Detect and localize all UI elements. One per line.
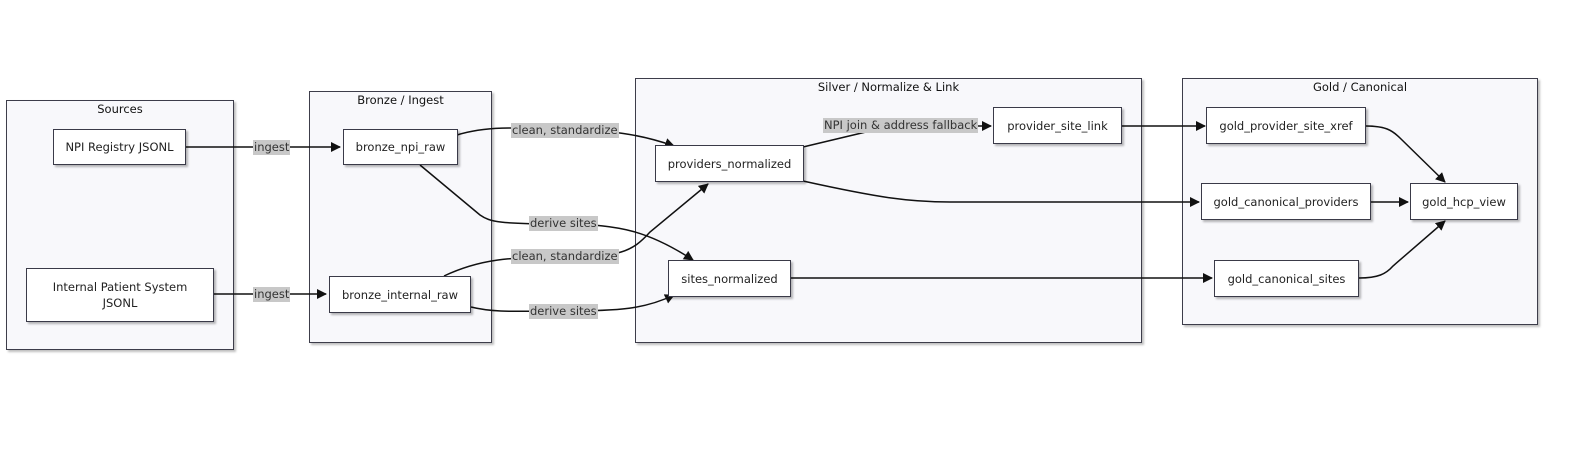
edge-providers-to-canonical <box>802 180 1200 207</box>
group-title-bronze: Bronze / Ingest <box>357 93 444 107</box>
edge-label-npi-join: NPI join & address fallback <box>823 118 979 133</box>
node-gold-canonical-providers: gold_canonical_providers <box>1201 183 1371 220</box>
edge-label-derive-npi: derive sites <box>529 216 598 231</box>
node-provider-site-link: provider_site_link <box>993 107 1122 144</box>
edge-label-ingest-npi: ingest <box>253 140 291 155</box>
edge-label-clean-npi: clean, standardize <box>511 123 619 138</box>
node-gold-canonical-sites: gold_canonical_sites <box>1214 260 1359 297</box>
group-title-sources: Sources <box>97 102 143 116</box>
node-bronze-npi-raw: bronze_npi_raw <box>343 129 458 165</box>
edge-npi-derive <box>419 164 694 261</box>
group-title-silver: Silver / Normalize & Link <box>817 80 960 94</box>
edge-label-derive-internal: derive sites <box>529 304 598 319</box>
node-gold-provider-site-xref: gold_provider_site_xref <box>1206 107 1366 144</box>
node-npi-registry: NPI Registry JSONL <box>53 129 186 165</box>
node-sites-normalized: sites_normalized <box>668 260 791 297</box>
node-providers-normalized: providers_normalized <box>655 145 804 182</box>
edge-xref-to-hcp <box>1365 125 1446 183</box>
node-bronze-internal-raw: bronze_internal_raw <box>329 276 471 313</box>
edge-label-clean-internal: clean, standardize <box>511 249 619 264</box>
node-internal-patient-system: Internal Patient System JSONL <box>26 268 214 322</box>
edge-sites-gold-to-hcp <box>1358 220 1446 279</box>
node-gold-hcp-view: gold_hcp_view <box>1410 183 1518 220</box>
group-title-gold: Gold / Canonical <box>1312 80 1408 94</box>
edge-label-ingest-internal: ingest <box>253 287 291 302</box>
